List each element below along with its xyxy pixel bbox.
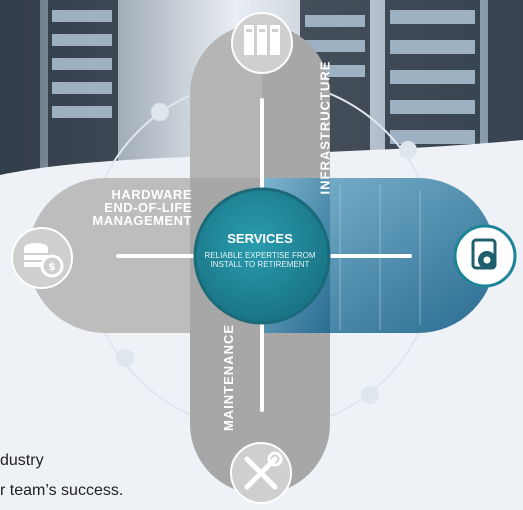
footer-text-line2: r team’s success.	[0, 482, 124, 499]
hardware-eol-label: HARDWARE END-OF-LIFE MANAGEMENT	[92, 188, 192, 227]
tools-icon	[230, 442, 292, 504]
money-stack-icon: $	[11, 227, 73, 289]
hardware-label-line2: END-OF-LIFE	[104, 200, 192, 215]
settings-document-icon	[453, 224, 517, 288]
server-icon	[231, 12, 293, 74]
services-subtitle: RELIABLE EXPERTISE FROM INSTALL TO RETIR…	[200, 251, 320, 269]
infrastructure-label: INFRASTRUCTURE	[317, 60, 333, 195]
services-subtitle-line1: RELIABLE EXPERTISE FROM	[204, 251, 316, 260]
services-title: SERVICES	[227, 231, 293, 246]
hardware-label-line3: MANAGEMENT	[92, 213, 192, 228]
footer-text-line1: dustry	[0, 452, 44, 469]
maintenance-label: MAINTENANCE	[221, 323, 237, 432]
svg-text:$: $	[48, 260, 56, 273]
hardware-label-line1: HARDWARE	[111, 187, 192, 202]
services-subtitle-line2: INSTALL TO RETIREMENT	[210, 260, 310, 269]
